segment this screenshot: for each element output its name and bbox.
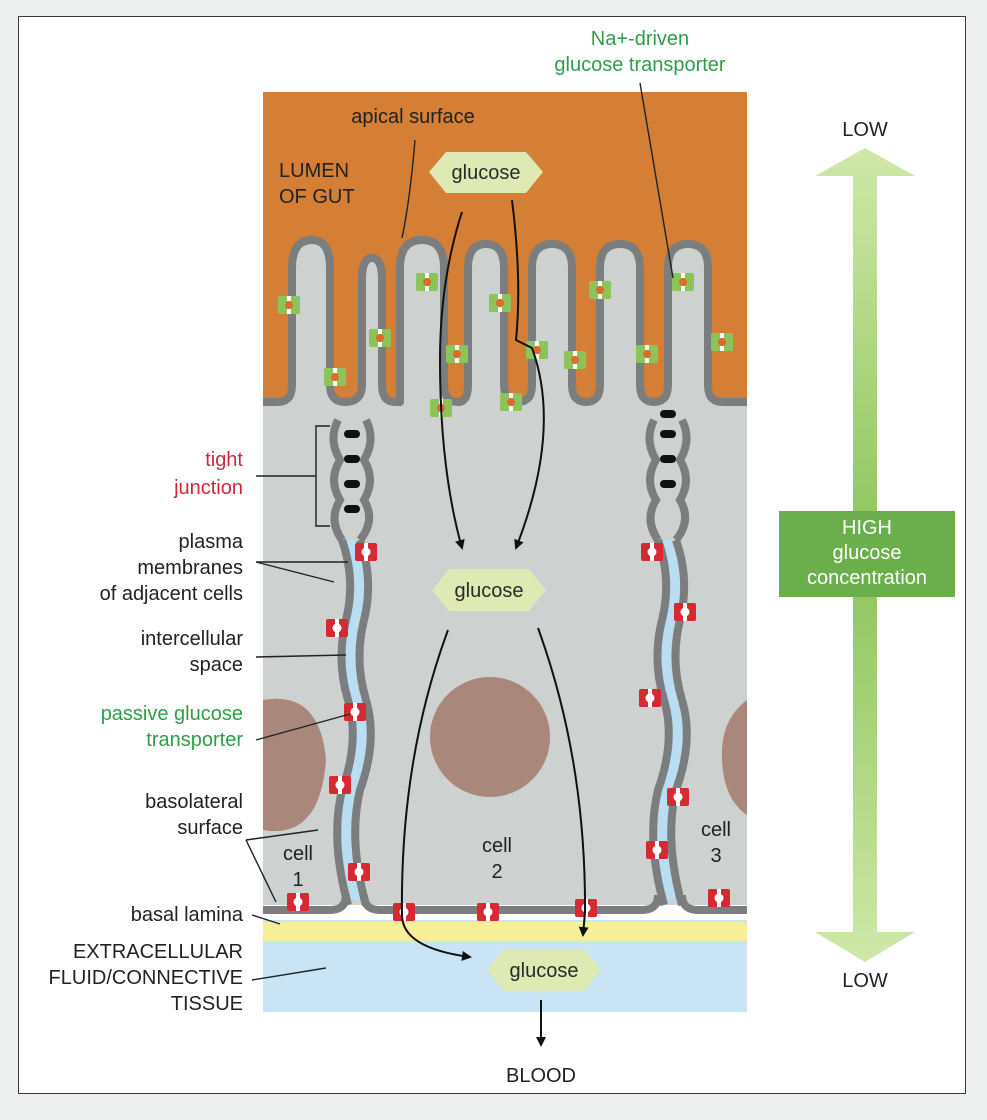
nucleus-cell1 [263, 698, 326, 832]
basal-lamina-label: basal lamina [131, 904, 244, 926]
basal-lamina-band [263, 922, 747, 941]
gradient-high-line2: glucose [833, 542, 902, 564]
lumen-label-1: LUMEN [279, 160, 349, 182]
intercellular-space-right [657, 540, 683, 900]
blood-label: BLOOD [506, 1065, 576, 1087]
leader-lines [245, 82, 674, 981]
basolateral-label-2: surface [177, 817, 243, 839]
glucose-box-ecf-shape [487, 949, 601, 991]
cell2-label-a: cell [482, 835, 512, 857]
ecf-label-3: TISSUE [171, 993, 243, 1015]
plasma-membranes-label-1: plasma [179, 531, 244, 553]
apical-surface-label: apical surface [351, 106, 474, 128]
cell3-label-a: cell [701, 819, 731, 841]
cell3-label-b: 3 [710, 845, 721, 867]
gradient-high-line3: concentration [807, 567, 927, 589]
gradient-high-line1: HIGH [842, 517, 892, 539]
glucose-box-ecf: glucose [510, 960, 579, 982]
nucleus-cell3 [721, 700, 747, 815]
glucose-box-lumen: glucose [452, 162, 521, 184]
tight-junction-label-1: tight [205, 449, 243, 471]
basal-membrane [263, 894, 747, 914]
glucose-flow-arrows [400, 199, 589, 1047]
nucleus-cell2 [430, 677, 550, 797]
apical-membrane [263, 236, 747, 406]
intercellular-space-left [341, 540, 367, 900]
tight-junction-right [645, 410, 691, 543]
tight-junction-left [329, 418, 375, 543]
glucose-box-cell: glucose [455, 580, 524, 602]
cell1-label-b: 1 [292, 869, 303, 891]
gradient-low-bottom: LOW [842, 970, 888, 992]
lumen-label-2: OF GUT [279, 186, 355, 208]
gradient-high-box [779, 511, 955, 597]
gradient-low-top: LOW [842, 119, 888, 141]
cell2-label-b: 2 [491, 861, 502, 883]
na-transporter-label-1: Na+-driven [591, 28, 689, 50]
intercellular-space-label-1: intercellular [141, 628, 244, 650]
na-transporter-label-2: glucose transporter [554, 54, 726, 76]
cell1-label-a: cell [283, 843, 313, 865]
basolateral-label-1: basolateral [145, 791, 243, 813]
tight-junction-label-2: junction [173, 477, 243, 499]
plasma-membranes-label-3: of adjacent cells [100, 583, 243, 605]
ecf-label-1: EXTRACELLULAR [73, 941, 243, 963]
ecf-label-2: FLUID/CONNECTIVE [49, 967, 243, 989]
glucose-box-cell-shape [432, 569, 546, 611]
glucose-box-lumen-shape [429, 152, 543, 193]
plasma-membranes-label-2: membranes [137, 557, 243, 579]
lateral-membranes [333, 538, 691, 907]
intercellular-space-label-2: space [190, 654, 243, 676]
passive-transporter-label-1: passive glucose [101, 703, 243, 725]
passive-transporter-label-2: transporter [146, 729, 243, 751]
